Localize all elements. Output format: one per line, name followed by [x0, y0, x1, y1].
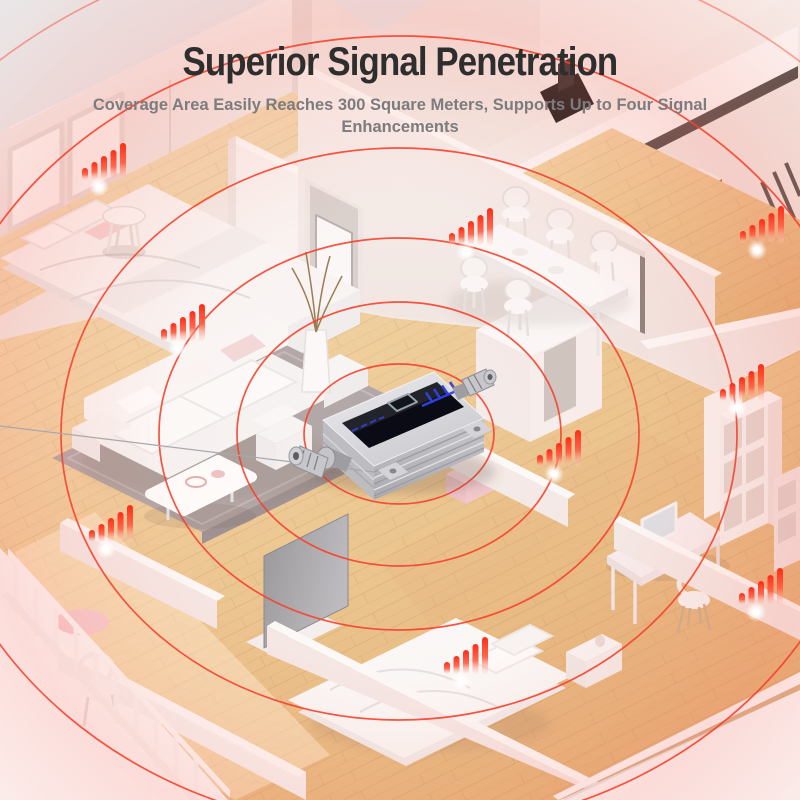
signal-dot — [174, 344, 182, 352]
signal-bars-icon — [740, 206, 784, 260]
antenna-connector-left — [288, 445, 352, 479]
coverage-ring — [0, 35, 800, 800]
signal-dot — [102, 545, 110, 553]
signal-dot — [752, 608, 760, 616]
lcd-display — [387, 393, 418, 412]
signal-bars-icon — [449, 208, 493, 262]
page-subtitle: Coverage Area Easily Reaches 300 Square … — [0, 94, 800, 139]
signal-dot — [95, 183, 103, 191]
antenna-connector-right — [452, 368, 497, 400]
signal-bars-icon — [537, 430, 581, 484]
device-panel-marks — [351, 416, 385, 432]
signal-bars-icon — [161, 304, 205, 358]
signal-dot — [457, 677, 465, 685]
signal-bars-icon — [739, 568, 783, 622]
coverage-ring — [303, 363, 495, 505]
coverage-ring — [236, 301, 562, 567]
device-glass-panel — [342, 382, 464, 448]
coverage-ring — [158, 237, 640, 631]
signal-bars-icon — [720, 364, 764, 418]
signal-dot — [753, 246, 761, 254]
headline-block: Superior Signal Penetration Coverage Are… — [0, 40, 800, 139]
signal-bars-icon — [444, 637, 488, 691]
signal-bars-icon — [82, 143, 126, 197]
signal-bars-icon — [89, 505, 133, 559]
subtitle-line-1: Coverage Area Easily Reaches 300 Square … — [92, 95, 708, 114]
signal-dot — [462, 248, 470, 256]
subtitle-line-2: Enhancements — [341, 117, 459, 137]
signal-dot — [733, 404, 741, 412]
page-title: Superior Signal Penetration — [182, 40, 619, 84]
mounting-tabs — [378, 420, 492, 480]
signal-markers — [82, 143, 784, 691]
signal-dot — [550, 470, 558, 478]
signal-booster-device — [0, 368, 497, 500]
